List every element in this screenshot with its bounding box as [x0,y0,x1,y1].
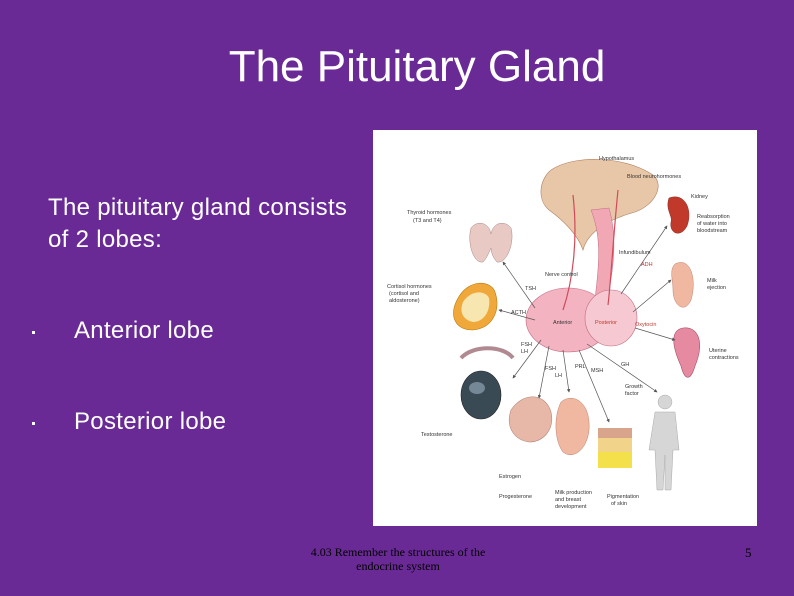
label-reabsorption-3: bloodstream [697,228,728,234]
bullet-text: Posterior lobe [74,408,227,435]
uterus [673,327,700,378]
pituitary-diagram: Hypothalamus Blood neurohormones Thyroid… [373,130,757,526]
label-growth-factor-2: factor [625,391,639,397]
bullet-dot [32,331,35,334]
label-milk-ejection-2: ejection [707,285,726,291]
label-anterior: Anterior [553,320,572,326]
page-number: 5 [745,545,752,560]
label-lh-2: LH [555,373,562,379]
testis [460,370,502,420]
label-uterine: Uterine [709,348,727,354]
label-milk-production: Milk production [555,490,592,496]
label-thyroid-formula: (T3 and T4) [413,218,442,224]
bullet-dot [32,422,35,425]
ovary [509,396,553,443]
label-prl: PRL [575,364,586,370]
label-pigmentation: Pigmentation [607,494,639,500]
label-growth-factor: Growth [625,384,643,390]
label-thyroid-hormones: Thyroid hormones [407,210,452,216]
breast-tissue [555,398,590,455]
label-tsh: TSH [525,286,536,292]
pituitary-diagram-svg: Hypothalamus Blood neurohormones Thyroid… [387,156,739,510]
label-adh: ADH [641,262,653,268]
label-lh: LH [521,349,528,355]
hypothalamus-shape [540,159,659,252]
breast-milk [671,262,694,308]
label-nerve-control: Nerve control [545,272,578,278]
label-milk-production-2: and breast [555,497,581,503]
label-acth: ACTH [511,310,526,316]
label-hypothalamus: Hypothalamus [599,156,634,162]
label-progesterone: Progesterone [499,494,532,500]
label-infundibulum: Infundibulum [619,250,651,256]
label-msh: MSH [591,368,603,374]
label-cortisol: Cortisol hormones [387,284,432,290]
label-cortisol-2: (cortisol and [389,291,419,297]
label-kidney: Kidney [691,194,708,200]
label-oxytocin: Oxytocin [635,322,656,328]
label-fsh-2: FSH [545,366,556,372]
label-blood-neurohormones: Blood neurohormones [627,174,681,180]
label-testosterone: Testosterone [421,432,453,438]
label-cortisol-3: aldosterone) [389,298,420,304]
label-posterior: Posterior [595,320,617,326]
human-figure [648,394,680,491]
label-gh: GH [621,362,629,368]
posterior-lobe [584,289,638,347]
footer-text: 4.03 Remember the structures of the endo… [310,545,486,573]
label-estrogen: Estrogen [499,474,521,480]
bullet-text: Anterior lobe [74,317,214,344]
label-pigmentation-2: of skin [611,501,627,507]
label-milk-ejection: Milk [707,278,717,284]
label-reabsorption: Reabsorption [697,214,730,220]
slide-title: The Pituitary Gland [228,42,606,91]
kidney [667,196,690,234]
label-uterine-2: contractions [709,355,739,361]
label-reabsorption-2: of water into [697,221,727,227]
thyroid-gland [469,222,513,263]
label-fsh: FSH [521,342,532,348]
intro-text: The pituitary gland consists of 2 lobes: [48,194,348,253]
label-milk-production-3: development [555,504,587,510]
